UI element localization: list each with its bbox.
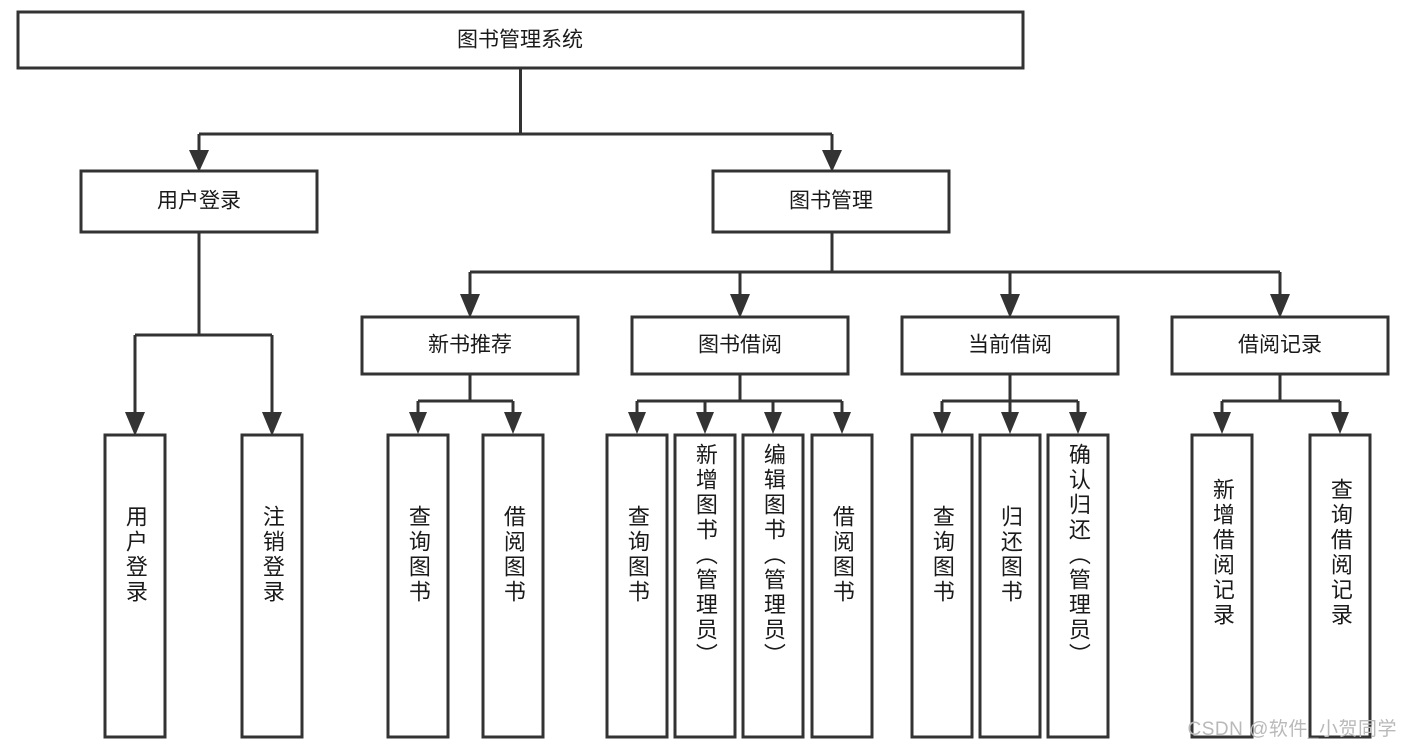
node-book-borrow[interactable]: 图书借阅 [630, 315, 850, 376]
arrow-icon-nb-leaf-2 [504, 412, 522, 434]
leaf-box-bb-borrow-book[interactable] [810, 433, 874, 739]
node-root-box[interactable] [16, 10, 1025, 70]
arrow-icon-borrow-record [1270, 294, 1290, 318]
node-book-manage[interactable]: 图书管理 [711, 169, 951, 234]
leaf-box-nb-query-book[interactable] [386, 433, 450, 739]
node-borrow-record-label: 借阅记录 [1238, 334, 1322, 357]
arrow-icon-book-manage [822, 150, 842, 172]
arrow-icon-login-leaf-1 [125, 412, 145, 436]
arrow-icon-cb-leaf-1 [933, 412, 951, 434]
arrow-icon-login-leaf-2 [262, 412, 282, 436]
node-new-book-recommend-label: 新书推荐 [428, 334, 512, 357]
leaf-box-user-login[interactable] [103, 433, 167, 739]
leaf-box-cb-confirm-return[interactable] [1046, 433, 1110, 739]
leaf-box-logout[interactable] [240, 433, 304, 739]
node-borrow-record-box[interactable] [1170, 315, 1390, 376]
arrow-icon-bb-leaf-3 [764, 412, 782, 434]
leaf-box-cb-query-book[interactable] [910, 433, 974, 739]
node-borrow-record[interactable]: 借阅记录 [1170, 315, 1390, 376]
arrow-icon-bb-leaf-2 [696, 412, 714, 434]
leaf-box-br-add-record[interactable] [1190, 433, 1254, 739]
node-book-manage-box[interactable] [711, 169, 951, 234]
leaf-box-bb-edit-book[interactable] [741, 433, 805, 739]
leaf-box-bb-add-book[interactable] [673, 433, 737, 739]
leaf-box-br-query-record[interactable] [1308, 433, 1372, 739]
arrow-icon-br-leaf-1 [1213, 412, 1231, 434]
arrowhead-group [125, 150, 1349, 436]
leaf-box-cb-return-book[interactable] [978, 433, 1042, 739]
node-current-borrow-label: 当前借阅 [968, 334, 1052, 357]
leaf-box-nb-borrow-book[interactable] [481, 433, 545, 739]
node-user-login-label: 用户登录 [157, 190, 241, 213]
arrow-icon-br-leaf-2 [1331, 412, 1349, 434]
arrow-icon-book-borrow [730, 294, 750, 318]
leaf-box-bb-query-book[interactable] [605, 433, 669, 739]
node-new-book-recommend-box[interactable] [360, 315, 580, 376]
arrow-icon-cb-leaf-2 [1001, 412, 1019, 434]
arrow-icon-user-login [189, 150, 209, 172]
leaf-box-group[interactable] [103, 433, 1372, 739]
node-root[interactable]: 图书管理系统 [16, 10, 1025, 70]
node-new-book-recommend[interactable]: 新书推荐 [360, 315, 580, 376]
node-root-label: 图书管理系统 [457, 29, 583, 52]
node-current-borrow[interactable]: 当前借阅 [900, 315, 1120, 376]
arrow-icon-bb-leaf-4 [833, 412, 851, 434]
csdn-watermark: CSDN @软件_小贺同学 [1187, 719, 1397, 740]
node-user-login[interactable]: 用户登录 [79, 169, 319, 234]
node-book-borrow-box[interactable] [630, 315, 850, 376]
arrow-icon-cb-leaf-3 [1069, 412, 1087, 434]
arrow-icon-new-book [460, 294, 480, 318]
arrow-icon-bb-leaf-1 [628, 412, 646, 434]
node-user-login-box[interactable] [79, 169, 319, 234]
arrow-icon-current-borrow [1000, 294, 1020, 318]
node-current-borrow-box[interactable] [900, 315, 1120, 376]
node-book-borrow-label: 图书借阅 [698, 334, 782, 357]
arrow-icon-nb-leaf-1 [409, 412, 427, 434]
node-book-manage-label: 图书管理 [789, 190, 873, 213]
